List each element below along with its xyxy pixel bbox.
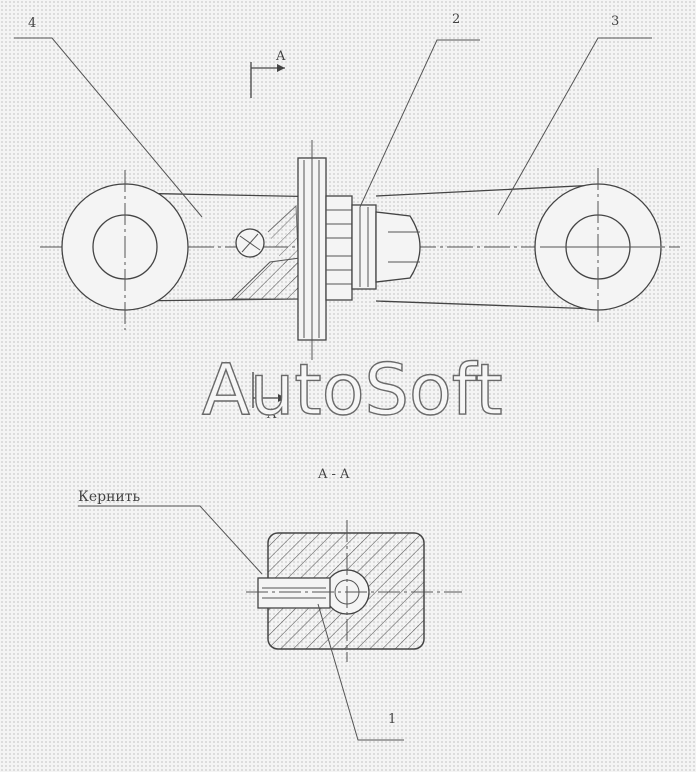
splined-hub [297, 157, 377, 341]
callout-4: 4 [14, 16, 203, 218]
section-cut-top: A [250, 49, 286, 98]
section-view: A - A Кернить 1 [78, 467, 462, 741]
callout-1: 1 [317, 603, 404, 741]
autosoft-watermark: AutoSoft [202, 349, 503, 431]
cut-mark-label-top: A [275, 49, 286, 64]
section-view-title: A - A [317, 467, 350, 482]
hub-neck [351, 204, 377, 290]
left-lever [61, 170, 331, 330]
svg-text:Кернить: Кернить [78, 489, 140, 505]
main-view: A A 4 2 3 [14, 12, 680, 422]
callout-2: 2 [359, 12, 480, 208]
svg-text:4: 4 [28, 16, 36, 31]
svg-text:2: 2 [452, 12, 460, 27]
cut-mark-label-bottom: A [266, 407, 277, 422]
section-cut-bottom: A [252, 372, 286, 422]
callout-3: 3 [497, 14, 652, 216]
svg-text:3: 3 [611, 14, 619, 29]
callout-center-punch: Кернить [78, 489, 263, 575]
right-lever [375, 168, 662, 326]
section-pin [257, 577, 331, 609]
right-lever-boss [375, 211, 421, 283]
svg-text:1: 1 [388, 712, 396, 727]
